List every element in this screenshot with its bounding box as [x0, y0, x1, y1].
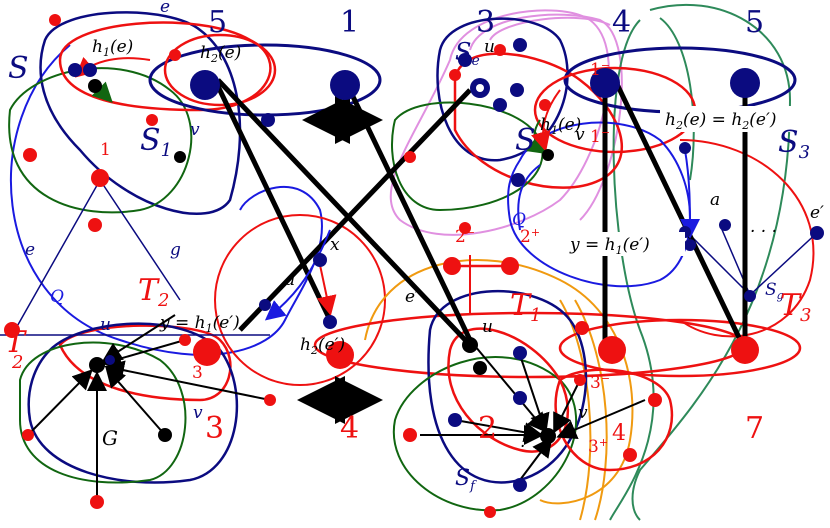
label-sf: Sf	[455, 466, 477, 494]
col-number-5-right: 5	[745, 5, 764, 40]
label-dot-small: ·	[520, 437, 525, 457]
label-e-prime-right: e′	[810, 203, 824, 223]
col-number-5-left: 5	[208, 5, 227, 40]
label-u-left: u	[100, 315, 111, 335]
label-s-big-right: S	[515, 123, 536, 158]
label-y-eq-left: y = h1(e′)	[159, 313, 240, 335]
label-s3: S3	[778, 125, 810, 163]
h2-eq-label-bg	[660, 106, 805, 132]
label-t3: T3	[780, 288, 811, 326]
y-eq-label-bg	[565, 232, 685, 256]
vertices	[4, 14, 824, 518]
label-sg: Sg	[765, 280, 784, 302]
orange-loops	[364, 259, 634, 505]
red-circle-center	[214, 214, 386, 386]
label-v-bottom-right: v	[578, 403, 588, 423]
navy-cluster-bottom	[27, 322, 239, 484]
col-number-7: 7	[745, 411, 764, 446]
green-cluster-right	[391, 101, 544, 212]
label-h2-eq: h2(e) = h2(e′)	[665, 110, 776, 132]
label-three-plus: 3+	[588, 436, 608, 457]
label-four-small: 4	[612, 421, 626, 446]
label-v-bottom: v	[193, 403, 203, 423]
label-a-left: a	[285, 270, 295, 290]
blue-loop-q	[9, 44, 323, 356]
label-one: 1	[100, 140, 111, 160]
label-three-minus: 3−	[590, 372, 610, 393]
label-v-top-right: v	[575, 125, 585, 145]
label-h1e-left: h1(e)	[92, 37, 133, 59]
label-x: x	[330, 235, 340, 255]
label-e-prime-left: e′	[405, 287, 419, 307]
label-s: S	[8, 51, 29, 86]
navy-cluster-bottom-right	[427, 289, 588, 484]
col-number-1: 1	[340, 5, 359, 40]
red-loop-three-plus	[554, 368, 674, 472]
col-number-4-top: 4	[612, 5, 631, 40]
col-number-3-bottom: 3	[205, 411, 224, 446]
label-one-minus-a: 1−	[590, 59, 610, 80]
label-s1: S1	[140, 123, 172, 161]
double-arrows	[297, 96, 383, 424]
label-q-right: Q	[512, 210, 526, 230]
label-a-right: a	[710, 190, 720, 210]
col-number-2-bottom: 2	[478, 411, 497, 446]
label-q-left: Q	[50, 287, 64, 307]
label-e-mid: e	[25, 240, 35, 260]
label-u-top-right: u	[484, 37, 495, 57]
label-se: Se	[455, 38, 480, 69]
navy-cluster-s	[39, 11, 242, 215]
col-number-3: 3	[476, 5, 495, 40]
label-two-minus: 2−	[455, 226, 475, 247]
label-h1e-right: h1(e)	[540, 115, 581, 137]
label-e-top: e	[160, 0, 170, 17]
thin-arrows	[27, 56, 700, 500]
label-two-plus: 2+	[520, 226, 540, 247]
crossing-edges	[212, 78, 748, 352]
label-u-mid-right: u	[482, 317, 493, 337]
green-cluster-sf	[392, 356, 578, 512]
green-cluster-g	[19, 341, 187, 484]
label-one-minus-b: 1−	[590, 126, 610, 147]
label-dots: · · ·	[750, 222, 777, 242]
label-t2: T2	[138, 273, 169, 311]
label-g: g	[170, 240, 181, 260]
label-v-top: v	[190, 120, 200, 140]
col-number-4-bottom: 4	[340, 411, 359, 446]
label-g-bottom: G	[102, 426, 118, 450]
red-ellipse-right	[558, 318, 802, 378]
label-y-eq-right: y = h1(e′)	[569, 235, 650, 257]
label-h2e-prime-left: h2(e′)	[300, 335, 345, 357]
label-three-small: 3	[192, 363, 203, 383]
navy-cluster-se	[436, 17, 569, 162]
label-h2e-left: h2(e)	[200, 43, 241, 65]
red-ellipse-top	[163, 33, 277, 107]
label-t1: T1	[510, 288, 541, 326]
